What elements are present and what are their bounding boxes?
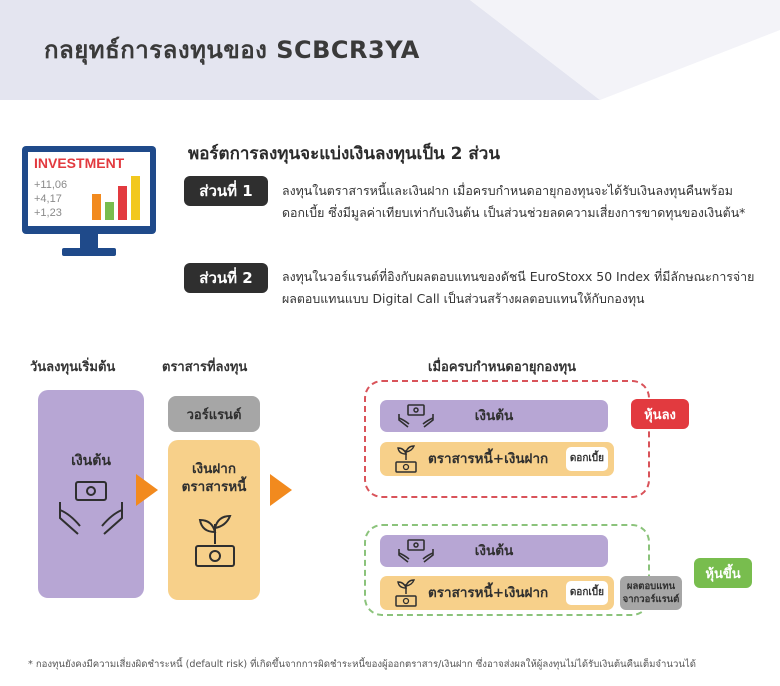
bond-deposit-bar: ตราสารหนี้+เงินฝาก ดอกเบี้ย (380, 576, 614, 610)
bond-deposit-label: ตราสารหนี้+เงินฝาก (428, 451, 549, 467)
principal-label: เงินต้น (71, 453, 111, 469)
scenario-stock-up (364, 524, 650, 616)
stock-up-badge: หุ้นขึ้น (694, 558, 752, 588)
investment-monitor-icon: INVESTMENT +11,06 +4,17 +1,23 (22, 146, 156, 256)
money-hands-icon (398, 404, 434, 428)
scenario-stock-down (364, 380, 650, 498)
monitor-number: +4,17 (34, 193, 62, 205)
money-hands-icon (59, 481, 123, 535)
initial-principal-card: เงินต้น (38, 390, 144, 598)
warrant-return-label: ผลตอบแทน จากวอร์แรนต์ (622, 581, 680, 605)
principal-label: เงินต้น (474, 408, 514, 424)
part2-description: ลงทุนในวอร์แรนต์ที่อิงกับผลตอบแทนของดัชน… (282, 269, 755, 306)
principal-bar: เงินต้น (380, 535, 608, 567)
warrant-box: วอร์แรนต์ (168, 396, 260, 432)
deposit-bond-text: เงินฝาก ตราสารหนี้ (181, 461, 247, 495)
banner-background (0, 0, 780, 100)
part1-description: ลงทุนในตราสารหนี้และเงินฝาก เมื่อครบกำหน… (282, 183, 746, 220)
warrant-return-box: ผลตอบแทน จากวอร์แรนต์ (620, 576, 682, 610)
plant-money-icon (195, 514, 235, 567)
bond-deposit-bar: ตราสารหนี้+เงินฝาก ดอกเบี้ย (380, 442, 614, 476)
header-banner: กลยุทธ์การลงทุนของ SCBCR3YA (0, 0, 780, 100)
principal-label: เงินต้น (474, 543, 514, 559)
monitor-label: INVESTMENT (34, 155, 125, 171)
interest-tag: ดอกเบี้ย (565, 581, 608, 605)
deposit-bond-label: เงินฝาก ตราสารหนี้ (168, 460, 260, 496)
part2-badge: ส่วนที่ 2 (184, 263, 268, 293)
arrow-right-icon (270, 474, 292, 506)
monitor-number: +1,23 (34, 207, 62, 219)
plant-money-icon (395, 445, 417, 473)
money-hands-icon (398, 539, 434, 563)
principal-bar: เงินต้น (380, 400, 608, 432)
deposit-bond-card: เงินฝาก ตราสารหนี้ (168, 440, 260, 600)
arrow-right-icon (136, 474, 158, 506)
plant-money-icon (395, 579, 417, 607)
info-heading: พอร์ตการลงทุนจะแบ่งเงินลงทุนเป็น 2 ส่วน (188, 144, 500, 164)
start-date-label: วันลงทุนเริ่มต้น (30, 360, 116, 375)
part1-badge: ส่วนที่ 1 (184, 176, 268, 206)
bond-deposit-label: ตราสารหนี้+เงินฝาก (428, 585, 549, 601)
instruments-label: ตราสารที่ลงทุน (162, 360, 248, 375)
stock-down-badge: หุ้นลง (631, 399, 689, 429)
interest-tag: ดอกเบี้ย (565, 447, 608, 471)
monitor-number: +11,06 (34, 179, 67, 191)
footnote: * กองทุนยังคงมีความเสี่ยงผิดชำระหนี้ (de… (28, 659, 696, 670)
page-title: กลยุทธ์การลงทุนของ SCBCR3YA (44, 36, 420, 64)
maturity-label: เมื่อครบกำหนดอายุกองทุน (428, 360, 577, 375)
